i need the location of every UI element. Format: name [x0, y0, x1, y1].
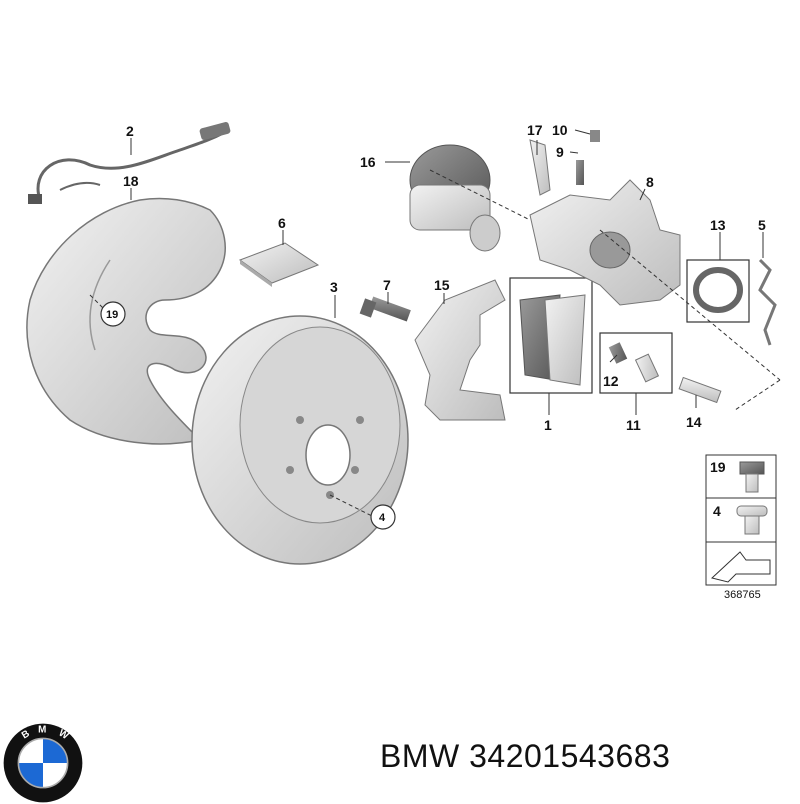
dust-shield	[26, 197, 226, 445]
callout-10: 10	[552, 122, 568, 138]
screw-4-icon	[736, 505, 768, 535]
part-caption: BMW 34201543683	[380, 738, 670, 775]
callout-16: 16	[360, 154, 376, 170]
bmw-logo: B M W	[3, 723, 83, 803]
svg-text:4: 4	[379, 512, 386, 524]
lubricant-packet	[238, 242, 320, 287]
bleeder-valve	[529, 130, 600, 196]
callout-8: 8	[646, 174, 654, 190]
svg-text:19: 19	[710, 459, 726, 475]
circled-callout-19: 19	[100, 301, 126, 327]
callout-3: 3	[330, 279, 338, 295]
screw-19-icon	[739, 461, 765, 493]
circled-callout-4: 4	[370, 504, 396, 530]
piston-seal	[693, 267, 743, 313]
guide-sleeves	[608, 342, 660, 383]
svg-text:M: M	[38, 725, 46, 736]
brake-disc	[191, 315, 409, 565]
callout-7: 7	[383, 277, 391, 293]
brake-pad-kit-box	[509, 277, 593, 394]
caliper-bolt	[359, 296, 411, 322]
callout-11: 11	[626, 417, 641, 433]
svg-text:B: B	[20, 728, 32, 741]
wear-sensor-cable	[28, 121, 231, 204]
caliper-spring	[758, 258, 777, 346]
callout-14: 14	[686, 414, 702, 430]
hardware-legend: 19 4	[705, 454, 777, 586]
callout-6: 6	[278, 215, 286, 231]
callout-13: 13	[710, 217, 726, 233]
callout-15: 15	[434, 277, 450, 293]
part-number: 34201543683	[469, 738, 671, 774]
brake-pads	[519, 294, 586, 386]
direction-arrow-icon	[710, 551, 771, 583]
seal-kit-box	[686, 259, 750, 323]
svg-text:4: 4	[713, 503, 721, 519]
callout-9: 9	[556, 144, 564, 160]
caliper-carrier	[414, 279, 506, 421]
svg-text:19: 19	[106, 309, 118, 321]
callout-12: 12	[603, 373, 619, 389]
callout-1: 1	[544, 417, 552, 433]
callout-18: 18	[123, 173, 139, 189]
callout-5: 5	[758, 217, 766, 233]
guide-pin	[678, 376, 722, 404]
image-number: 368765	[724, 589, 761, 601]
callout-2: 2	[126, 123, 134, 139]
brand-name: BMW	[380, 738, 460, 774]
leader-lines	[130, 129, 764, 415]
callout-17: 17	[527, 122, 543, 138]
